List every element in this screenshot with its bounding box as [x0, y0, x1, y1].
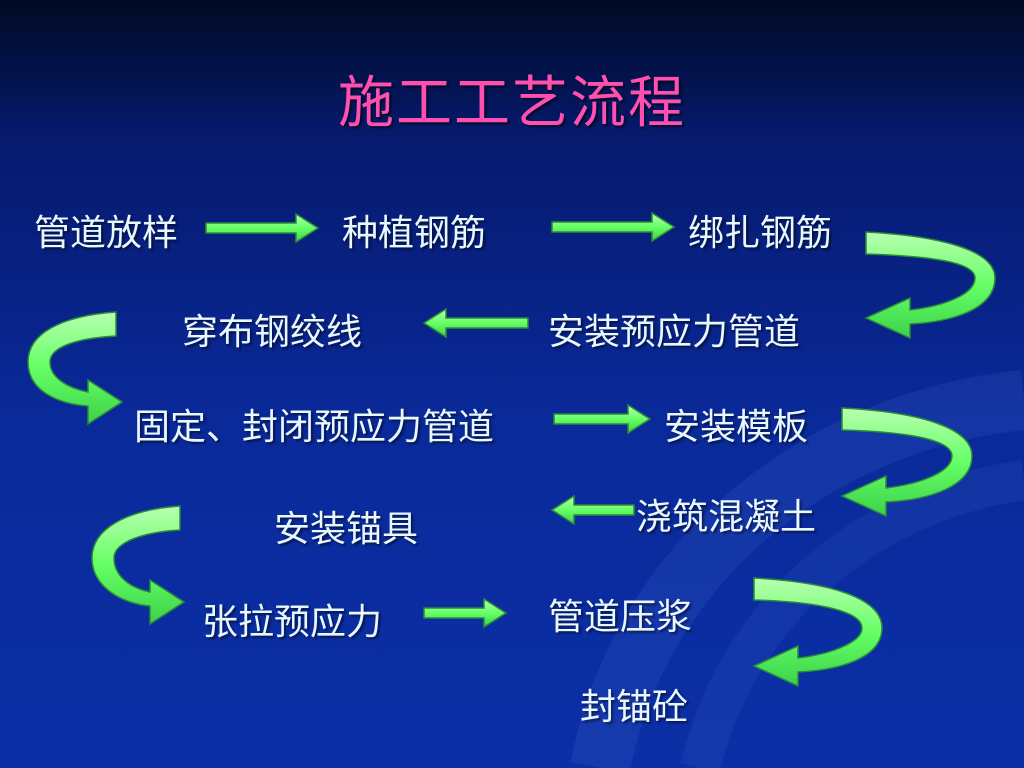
arrow-right-icon: [205, 212, 320, 244]
step-thread-strands: 穿布钢绞线: [182, 312, 363, 353]
step-install-prestress-pipe: 安装预应力管道: [548, 312, 801, 353]
arrow-right-icon: [553, 403, 652, 435]
curved-arrow-left-icon: [752, 577, 883, 688]
arrow-left-icon: [550, 494, 635, 526]
step-pipe-grouting: 管道压浆: [548, 597, 693, 638]
slide-title: 施工工艺流程: [338, 71, 686, 136]
arrow-right-icon: [423, 597, 508, 629]
curved-arrow-left-icon: [840, 407, 973, 518]
step-install-anchors: 安装锚具: [274, 509, 419, 550]
arrow-right-icon: [551, 211, 676, 243]
step-tension-prestress: 张拉预应力: [202, 602, 383, 643]
step-pour-concrete: 浇筑混凝土: [636, 497, 817, 538]
arrow-left-icon: [422, 307, 529, 339]
step-plant-rebar: 种植钢筋: [342, 213, 487, 254]
step-seal-anchor-concrete: 封锚砼: [580, 687, 689, 728]
step-install-formwork: 安装模板: [664, 407, 809, 448]
step-tie-rebar: 绑扎钢筋: [688, 213, 833, 254]
curved-arrow-right-icon: [91, 505, 186, 626]
step-fix-seal-pipe: 固定、封闭预应力管道: [134, 407, 495, 448]
step-pipe-layout: 管道放样: [34, 213, 179, 254]
curved-arrow-left-icon: [864, 231, 996, 340]
curved-arrow-right-icon: [27, 311, 124, 426]
